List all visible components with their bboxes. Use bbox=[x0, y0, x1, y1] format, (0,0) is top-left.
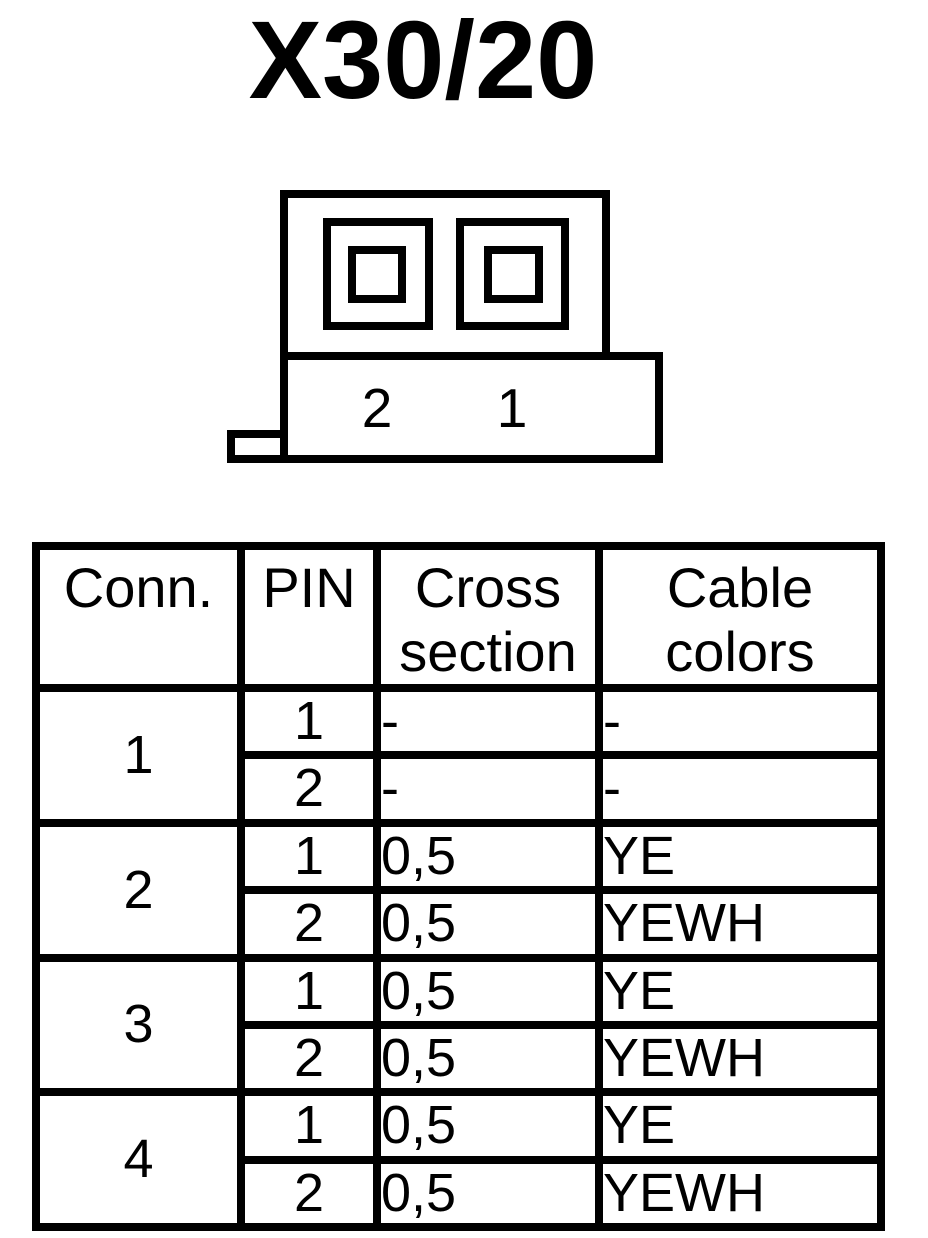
cable-color-cell: YE bbox=[595, 953, 885, 1029]
cross-section-cell: 0,5 bbox=[373, 1020, 603, 1097]
pin-label-1: 1 bbox=[497, 377, 528, 439]
header-cable-colors: Cable colors bbox=[595, 542, 885, 692]
pin-cell: 2 bbox=[237, 1155, 381, 1232]
header-cross-section: Cross section bbox=[373, 542, 603, 692]
table-row: 2 0,5 YEWH bbox=[36, 1020, 885, 1097]
conn-cell: 3 bbox=[32, 953, 245, 1097]
cable-color-cell: YEWH bbox=[595, 1020, 885, 1097]
connector-base bbox=[280, 352, 663, 463]
cross-section-cell: 0,5 bbox=[373, 1155, 603, 1232]
pin-cell: 1 bbox=[237, 953, 381, 1029]
pinout-table: Conn. PIN Cross section Cable colors 1 1… bbox=[32, 542, 885, 1232]
pin-cell: 2 bbox=[237, 1020, 381, 1097]
conn-cell: 1 bbox=[32, 684, 245, 827]
header-conn: Conn. bbox=[32, 542, 245, 692]
connector-diagram: 2 1 bbox=[227, 190, 663, 463]
header-pin: PIN bbox=[237, 542, 381, 692]
cross-section-cell: 0,5 bbox=[373, 818, 603, 895]
cable-color-cell: YE bbox=[595, 818, 885, 895]
pin-cell: 1 bbox=[237, 1088, 381, 1164]
table-row: 2 0,5 YEWH bbox=[36, 886, 885, 962]
cross-section-cell: - bbox=[373, 751, 603, 827]
table-row: 2 - - bbox=[36, 751, 885, 827]
cable-color-cell: - bbox=[595, 683, 885, 760]
cavity-2-terminal bbox=[348, 246, 406, 303]
table-row: 2 0,5 YEWH bbox=[36, 1155, 885, 1232]
cable-color-cell: YE bbox=[595, 1088, 885, 1164]
conn-cell: 2 bbox=[32, 818, 245, 962]
pin-cell: 2 bbox=[237, 751, 381, 827]
cross-section-cell: 0,5 bbox=[373, 1088, 603, 1164]
pin-cell: 1 bbox=[237, 683, 381, 760]
conn-cell: 4 bbox=[32, 1088, 245, 1232]
page-title: X30/20 bbox=[248, 0, 598, 122]
cross-section-cell: 0,5 bbox=[373, 953, 603, 1029]
cross-section-cell: - bbox=[373, 683, 603, 760]
connector-foot bbox=[227, 430, 290, 463]
pin-label-2: 2 bbox=[362, 377, 393, 439]
cable-color-cell: - bbox=[595, 751, 885, 827]
header-row: Conn. PIN Cross section Cable colors bbox=[32, 542, 885, 692]
cross-section-cell: 0,5 bbox=[373, 886, 603, 962]
pin-cell: 1 bbox=[237, 818, 381, 895]
cable-color-cell: YEWH bbox=[595, 1155, 885, 1232]
table-row: 2 1 0,5 YE bbox=[32, 818, 885, 962]
pin-cell: 2 bbox=[237, 886, 381, 962]
cavity-1-terminal bbox=[484, 246, 543, 303]
table-row: 1 1 - - bbox=[32, 683, 885, 827]
table-row: 3 1 0,5 YE bbox=[32, 953, 885, 1097]
cable-color-cell: YEWH bbox=[595, 886, 885, 962]
table-row: 4 1 0,5 YE bbox=[32, 1088, 885, 1232]
